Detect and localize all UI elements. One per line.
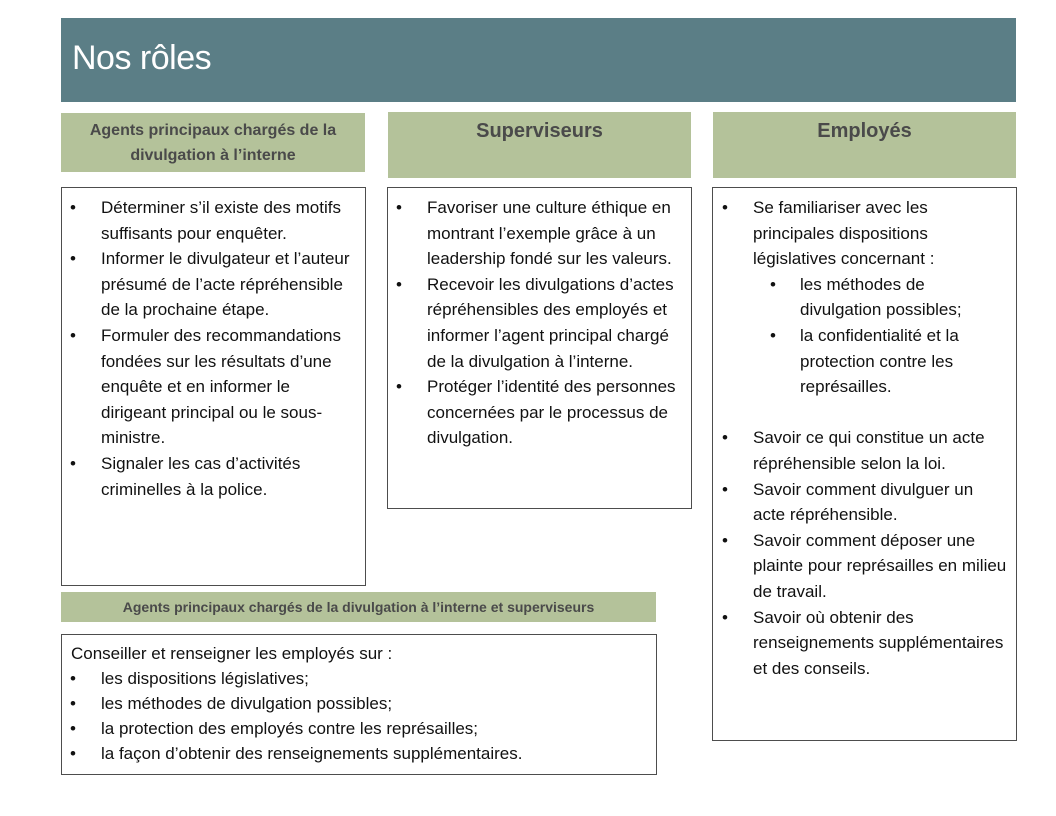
list-item: Formuler des recommandations fondées sur…	[70, 323, 357, 451]
joint-roles-intro: Conseiller et renseigner les employés su…	[71, 644, 393, 663]
joint-roles-content: Conseiller et renseigner les employés su…	[70, 641, 648, 766]
spacer	[753, 400, 1008, 426]
column-header-agents: Agents principaux chargés de la divulgat…	[61, 113, 365, 172]
list-item: Signaler les cas d’activités criminelles…	[70, 451, 357, 502]
joint-roles-list: les dispositions législatives; les métho…	[70, 666, 648, 766]
list-item: Informer le divulgateur et l’auteur prés…	[70, 246, 357, 323]
agents-roles-list: Déterminer s’il existe des motifs suffis…	[70, 195, 357, 502]
supervisors-roles-box: Favoriser une culture éthique en montran…	[387, 187, 692, 509]
list-item: la façon d’obtenir des renseignements su…	[70, 741, 648, 766]
sub-list: les méthodes de divulgation possibles; l…	[753, 272, 1008, 400]
joint-roles-header: Agents principaux chargés de la divulgat…	[61, 592, 656, 622]
list-item: Savoir comment déposer une plainte pour …	[722, 528, 1008, 605]
column-header-supervisors: Superviseurs	[388, 112, 691, 178]
list-item: Protéger l’identité des personnes concer…	[396, 374, 683, 451]
agents-roles-box: Déterminer s’il existe des motifs suffis…	[61, 187, 366, 586]
title-bar: Nos rôles	[61, 18, 1016, 102]
sub-list-item: la confidentialité et la protection cont…	[753, 323, 1008, 400]
list-item: Savoir ce qui constitue un acte répréhen…	[722, 425, 1008, 476]
employees-roles-box: Se familiariser avec les principales dis…	[712, 187, 1017, 741]
list-item: la protection des employés contre les re…	[70, 716, 648, 741]
list-item: Savoir où obtenir des renseignements sup…	[722, 605, 1008, 682]
list-item: les méthodes de divulgation possibles;	[70, 691, 648, 716]
list-item: Savoir comment divulguer un acte répréhe…	[722, 477, 1008, 528]
supervisors-roles-list: Favoriser une culture éthique en montran…	[396, 195, 683, 451]
joint-roles-box: Conseiller et renseigner les employés su…	[61, 634, 657, 775]
list-item: les dispositions législatives;	[70, 666, 648, 691]
list-item: Favoriser une culture éthique en montran…	[396, 195, 683, 272]
list-item: Recevoir les divulgations d’actes répréh…	[396, 272, 683, 374]
list-item-text: Se familiariser avec les principales dis…	[753, 198, 935, 269]
page-title: Nos rôles	[72, 38, 212, 77]
sub-list-item: les méthodes de divulgation possibles;	[753, 272, 1008, 323]
column-header-employees: Employés	[713, 112, 1016, 178]
employees-roles-list: Se familiariser avec les principales dis…	[722, 195, 1008, 682]
list-item: Déterminer s’il existe des motifs suffis…	[70, 195, 357, 246]
list-item: Se familiariser avec les principales dis…	[722, 195, 1008, 426]
